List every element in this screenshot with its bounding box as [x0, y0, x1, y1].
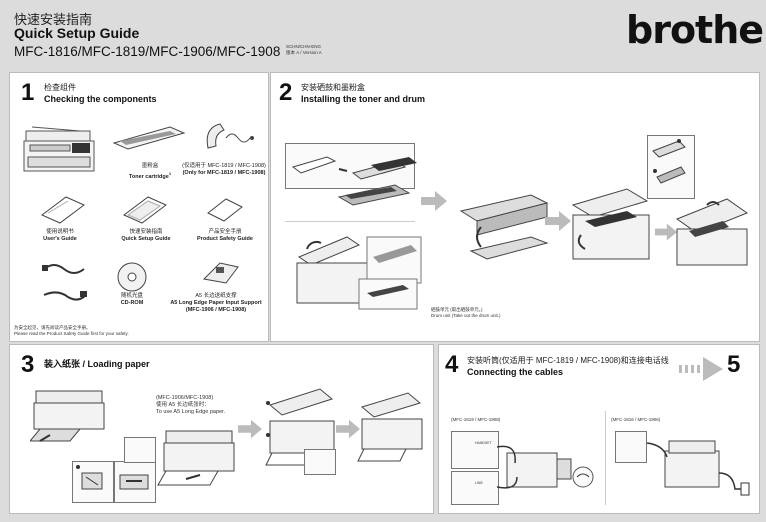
page-footer: [0, 514, 766, 522]
arrow-right-icon-3: [655, 223, 677, 241]
arrow-right-icon-5: [336, 419, 360, 439]
arrow-right-icon: [421, 191, 447, 211]
step1-title-cn: 检查组件: [44, 83, 76, 92]
step2-title-cn: 安装硒鼓和墨粉盒: [301, 83, 365, 92]
right-model-label: (MFC-1816 / MFC-1906): [611, 417, 661, 422]
product-safety-guide-caption: 产品安全手册 Product Safety Guide: [197, 229, 253, 242]
step2-panel: 2 安装硒鼓和墨粉盒 Installing the toner and drum…: [270, 72, 760, 342]
printer-paper-illustration: [157, 430, 235, 486]
step5-number: 5: [727, 351, 741, 378]
step1-panel: 1 检查组件 Checking the components 墨粉盒 Toner…: [9, 72, 269, 342]
cd-rom-illustration: [117, 262, 147, 292]
printer-tray-illustration: [30, 390, 105, 442]
a5-support-illustration: [202, 262, 239, 284]
step4-panel: 4 安装听筒(仅适用于 MFC-1819 / MFC-1908)和连接电话线 C…: [438, 344, 760, 514]
handset-jack-inset: [451, 431, 499, 469]
step3-panel: 3 装入纸张 / Loading paper (MFC-1906/MFC-190…: [9, 344, 434, 514]
title-cn: 快速安装指南: [14, 12, 93, 27]
step2-number: 2: [279, 79, 293, 106]
step3-title: 装入纸张 / Loading paper: [44, 359, 150, 369]
step2-title-en: Installing the toner and drum: [301, 94, 426, 104]
divider-line: [285, 221, 415, 222]
arrow-right-icon-4: [238, 419, 262, 439]
printer-illustration: [23, 126, 95, 172]
printer-ready-illustration: [357, 392, 423, 462]
a5-instruction: (MFC-1906/MFC-1908) 使用 A5 长边纸张时： To use …: [156, 395, 226, 415]
printer-scanner-open-illustration: [265, 388, 335, 466]
brand-logo: brother: [626, 8, 766, 52]
line-jack-inset: [451, 471, 499, 505]
close-cover-illustration: [652, 139, 686, 184]
toner-drum-assembly-illustration: [337, 157, 417, 206]
printer-insert-drum-illustration: [571, 188, 650, 260]
printer-open-illustration: [296, 236, 422, 310]
handset-jack-label: HANDSET: [475, 441, 492, 445]
vertical-divider: [605, 411, 606, 505]
printer-cable-left-illustration: [497, 445, 594, 489]
toner-caption: 墨粉盒 Toner cartridge1: [128, 163, 172, 180]
step4-title-cn: 安装听筒(仅适用于 MFC-1819 / MFC-1908)和连接电话线: [467, 356, 669, 365]
printer-cable-right-illustration: [646, 440, 750, 496]
cd-rom-caption: 随机光盘 CD-ROM: [120, 293, 144, 306]
step1-title-en: Checking the components: [44, 94, 157, 104]
users-guide-caption: 使用说明书 User's Guide: [43, 229, 77, 242]
line-jack-inset-right: [615, 431, 647, 463]
left-model-label: (MFC-1819 / MFC-1908): [451, 417, 501, 422]
a5-support-caption: A5 长边送纸支撑 A5 Long Edge Paper Input Suppo…: [170, 293, 262, 313]
title-en: Quick Setup Guide: [14, 25, 140, 41]
cables-illustration: [42, 264, 87, 301]
toner-cartridge-illustration: [112, 126, 186, 150]
quick-setup-guide-caption: 快速安装指南 Quick Setup Guide: [121, 229, 171, 242]
handset-caption: (仅适用于 MFC-1819 / MFC-1908) (Only for MFC…: [182, 163, 266, 176]
model-list: MFC-1816/MFC-1819/MFC-1906/MFC-1908: [14, 44, 281, 59]
drum-unit-caption: 硒鼓单元 (取出硒鼓单元。) Drum unit (Take out the d…: [431, 307, 501, 318]
tray-guide-illustration: [76, 465, 103, 490]
arrow-right-icon-2: [545, 211, 571, 231]
users-guide-illustration: [41, 196, 85, 224]
quick-setup-guide-illustration: [123, 196, 167, 224]
lever-inset: [304, 449, 336, 475]
version-label: SCHN/CHN-ENG 版本 A / Version A: [286, 44, 322, 55]
product-safety-guide-illustration: [207, 198, 243, 222]
a5-support-inset: [124, 437, 156, 463]
step4-number: 4: [445, 351, 459, 378]
header-bar: [0, 0, 766, 68]
safety-note: 为安全起见，请先阅读产品安全手册。 Please read the Produc…: [14, 325, 129, 336]
tray-slide-illustration: [119, 474, 149, 490]
drum-unit-illustration: [459, 194, 549, 260]
step3-number: 3: [21, 351, 35, 378]
step1-number: 1: [21, 79, 35, 106]
step4-title-en: Connecting the cables: [467, 367, 564, 377]
handset-illustration: [206, 123, 254, 149]
next-step-arrow-icon: [679, 357, 723, 381]
printer-closed-illustration: [675, 198, 749, 266]
line-jack-label: LINE: [475, 481, 483, 485]
